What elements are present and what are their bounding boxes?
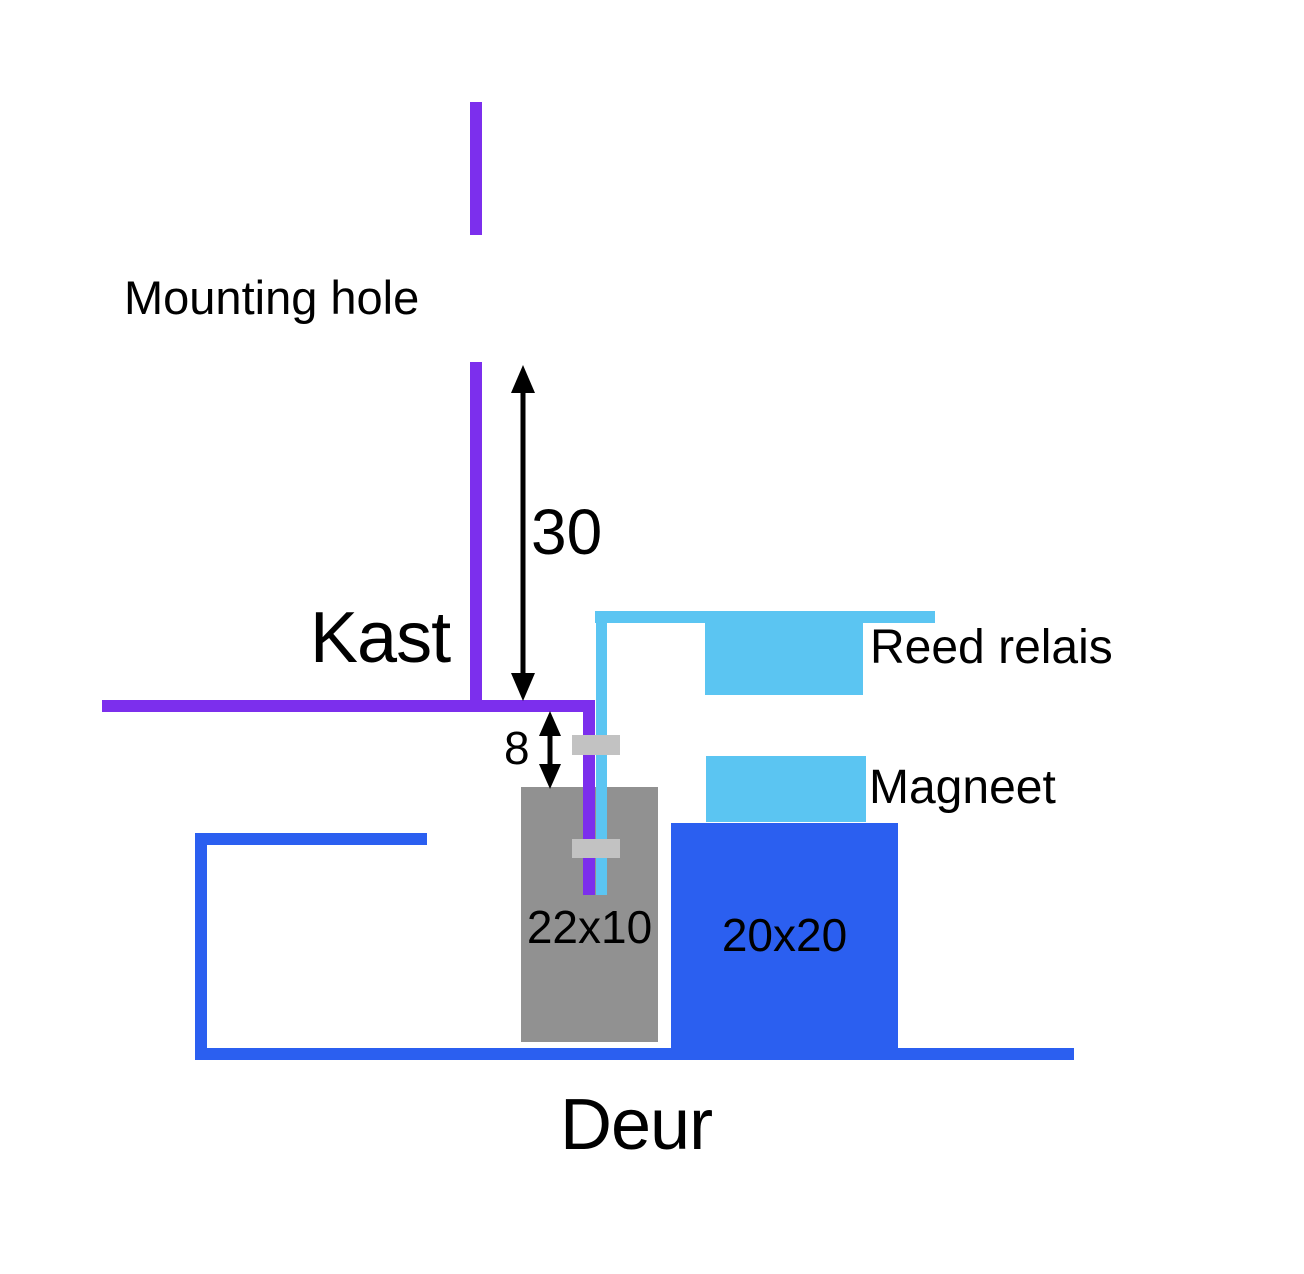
door-profile-size-label: 20x20 [721,909,848,961]
cabinet-wall-main-segment [470,362,482,712]
reed-relay-label: Reed relais [870,621,1113,674]
cabinet-label: Kast [310,598,451,678]
dimension-30-label: 30 [531,496,603,568]
clamp-band-lower [572,839,620,858]
door-panel-top-edge [195,833,427,845]
door-label: Deur [560,1085,713,1165]
reed-bracket-horizontal [595,611,935,623]
dimension-arrow-30-head-down [511,673,535,701]
door-panel-left-edge [195,833,207,1058]
cabinet-wall-horizontal [102,700,595,712]
magnet-body [706,756,866,822]
clamp-band-upper [572,735,620,755]
magnet-holder-size-label: 22x10 [526,901,653,953]
cabinet-wall-top-segment [470,102,482,235]
dimension-arrow-8 [539,711,561,789]
dimension-arrow-8-head-down [539,764,561,789]
door-panel-bottom-edge [195,1048,1074,1060]
dimension-arrow-30 [511,365,535,701]
dimension-arrow-8-head-up [539,711,561,736]
door-profile-block [671,823,898,1049]
magnet-label: Magneet [869,761,1056,814]
dimension-8-label: 8 [504,722,530,774]
mounting-hole-label: Mounting hole [124,271,420,324]
cabinet-wall-right-drop [583,700,595,895]
dimension-arrow-30-head-up [511,365,535,393]
reed-relay-body [705,623,863,695]
